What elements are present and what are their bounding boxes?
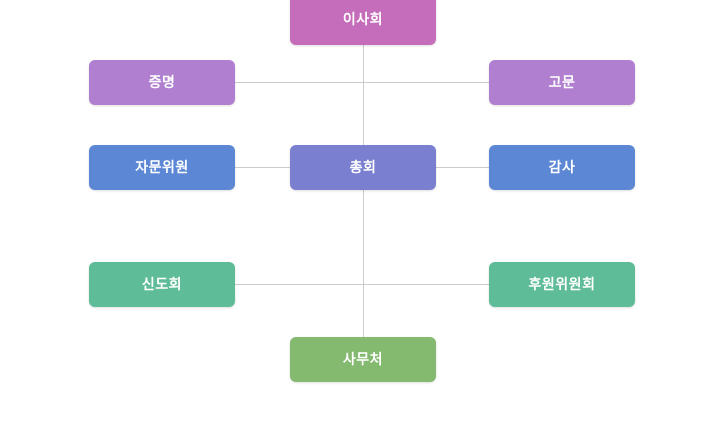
org-node-audit[interactable]: 감사 — [489, 145, 635, 190]
assembly-to-secretariat-vertical — [363, 190, 364, 337]
board-to-assembly-vertical — [363, 45, 364, 145]
org-node-advisor[interactable]: 고문 — [489, 60, 635, 105]
org-node-support[interactable]: 후원위원회 — [489, 262, 635, 307]
assembly-to-audit-horizontal — [436, 167, 489, 168]
advisory-to-assembly-horizontal — [235, 167, 290, 168]
org-node-congregation[interactable]: 신도회 — [89, 262, 235, 307]
org-node-certify[interactable]: 증명 — [89, 60, 235, 105]
org-node-assembly[interactable]: 총회 — [290, 145, 436, 190]
org-node-advisory[interactable]: 자문위원 — [89, 145, 235, 190]
org-node-board[interactable]: 이사회 — [290, 0, 436, 45]
org-node-secretariat[interactable]: 사무처 — [290, 337, 436, 382]
congregation-to-support-horizontal — [235, 284, 489, 285]
certify-to-advisor-horizontal — [235, 82, 489, 83]
